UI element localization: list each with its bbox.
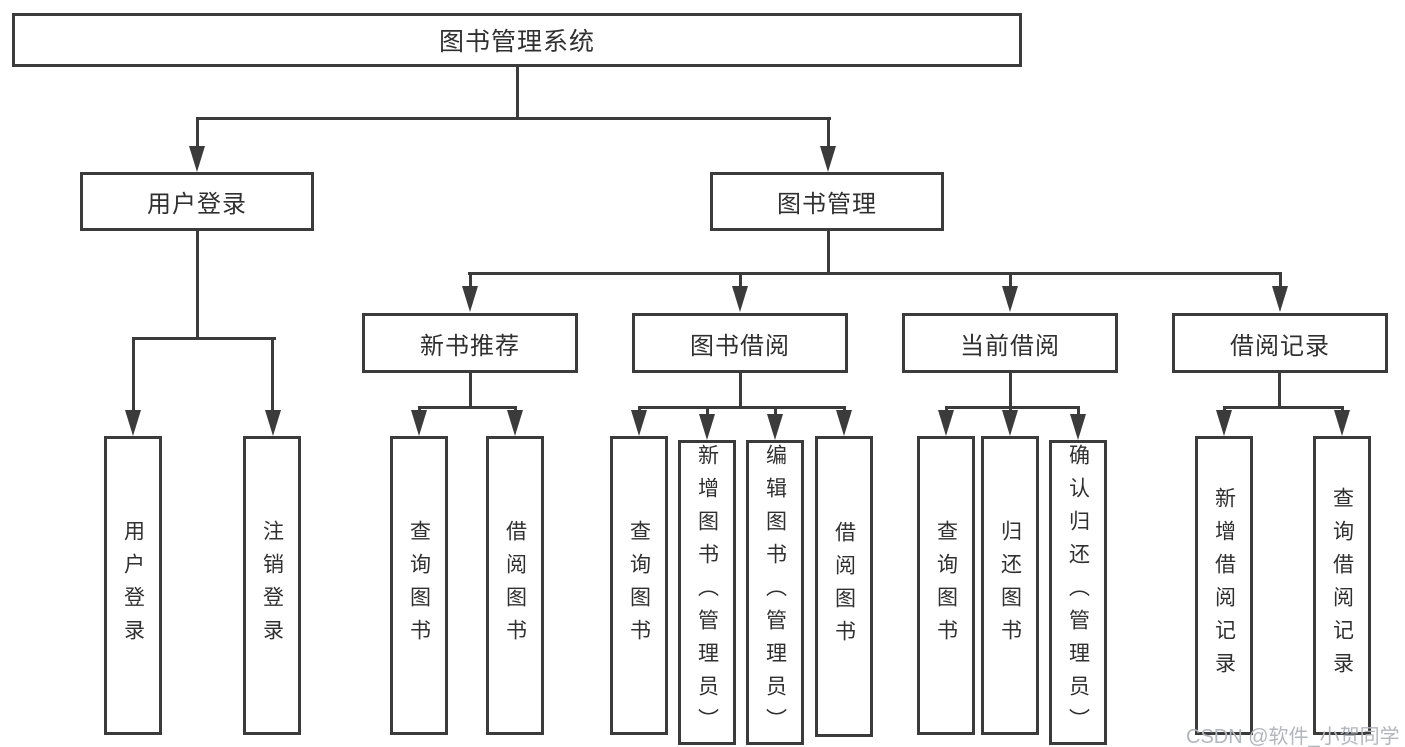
arrowhead-down-icon <box>732 286 748 312</box>
leaf-current-confirm-return-admin-label: 确认归还（管理员） <box>1066 444 1090 741</box>
arrowhead-down-icon <box>125 410 141 436</box>
leaf-borrow-query-books-label: 查询图书 <box>627 519 651 652</box>
node-borrowing-records-label: 借阅记录 <box>1230 332 1330 360</box>
connector-line <box>468 272 472 288</box>
connector-line <box>131 337 135 414</box>
node-user-login: 用户登录 <box>80 172 314 231</box>
connector-line <box>468 272 1282 275</box>
leaf-record-add-record: 新增借阅记录 <box>1195 436 1253 735</box>
node-book-borrowing: 图书借阅 <box>632 313 848 373</box>
leaf-borrow-add-books-admin-label: 新增图书（管理员） <box>695 444 719 741</box>
arrowhead-down-icon <box>1334 410 1350 436</box>
connector-line <box>131 337 276 340</box>
connector-line <box>1008 272 1012 288</box>
arrowhead-down-icon <box>938 410 954 436</box>
arrowhead-down-icon <box>767 414 783 440</box>
leaf-user-login: 用户登录 <box>104 436 162 735</box>
connector-line <box>515 66 519 119</box>
connector-line <box>195 117 199 152</box>
leaf-record-query-record-label: 查询借阅记录 <box>1330 486 1354 685</box>
node-book-management-label: 图书管理 <box>777 191 877 218</box>
connector-line <box>1076 406 1080 416</box>
arrowhead-down-icon <box>631 410 647 436</box>
leaf-borrow-borrow-books-label: 借阅图书 <box>832 520 856 653</box>
node-book-management: 图书管理 <box>710 172 944 231</box>
node-current-borrowing-label: 当前借阅 <box>960 332 1060 360</box>
leaf-rec-query-books-label: 查询图书 <box>407 519 431 652</box>
connector-line <box>417 406 517 409</box>
node-book-borrowing-label: 图书借阅 <box>690 332 790 360</box>
leaf-record-add-record-label: 新增借阅记录 <box>1212 486 1236 685</box>
arrowhead-down-icon <box>1070 414 1086 440</box>
arrowhead-down-icon <box>189 146 205 172</box>
leaf-current-return-books: 归还图书 <box>981 436 1039 735</box>
leaf-borrow-edit-books-admin: 编辑图书（管理员） <box>746 440 804 745</box>
connector-line <box>637 406 846 409</box>
connector-line <box>1278 372 1281 409</box>
connector-line <box>195 117 831 120</box>
leaf-borrow-query-books: 查询图书 <box>610 436 668 735</box>
node-current-borrowing: 当前借阅 <box>902 313 1118 373</box>
connector-line <box>271 337 274 414</box>
arrowhead-down-icon <box>462 286 478 312</box>
arrowhead-down-icon <box>264 410 281 436</box>
arrowhead-down-icon <box>1272 286 1288 312</box>
connector-line <box>705 406 709 416</box>
arrowhead-down-icon <box>1002 286 1018 312</box>
leaf-logout: 注销登录 <box>243 436 301 735</box>
arrowhead-down-icon <box>1216 410 1232 436</box>
csdn-watermark: CSDN @软件_小贺同学 <box>1186 726 1400 747</box>
arrowhead-down-icon <box>1002 410 1018 436</box>
leaf-logout-label: 注销登录 <box>260 519 284 652</box>
leaf-rec-borrow-books-label: 借阅图书 <box>503 519 527 652</box>
leaf-record-query-record: 查询借阅记录 <box>1313 436 1371 735</box>
leaf-borrow-edit-books-admin-label: 编辑图书（管理员） <box>763 444 787 741</box>
node-borrowing-records: 借阅记录 <box>1172 313 1388 373</box>
connector-line <box>469 372 472 409</box>
connector-line <box>773 406 777 416</box>
leaf-borrow-add-books-admin: 新增图书（管理员） <box>678 440 736 745</box>
connector-line <box>1222 406 1344 409</box>
leaf-current-return-books-label: 归还图书 <box>998 519 1022 652</box>
connector-line <box>195 230 199 340</box>
arrowhead-down-icon <box>836 410 852 436</box>
arrowhead-down-icon <box>411 410 427 436</box>
leaf-user-login-label: 用户登录 <box>121 519 145 652</box>
connector-line <box>826 117 830 152</box>
connector-line <box>739 372 742 409</box>
connector-line <box>826 230 830 275</box>
connector-line <box>1009 372 1012 409</box>
leaf-borrow-borrow-books: 借阅图书 <box>815 436 873 737</box>
connector-line <box>738 272 742 288</box>
node-user-login-label: 用户登录 <box>147 191 247 218</box>
connector-line <box>1278 272 1282 288</box>
node-library-system-label: 图书管理系统 <box>438 28 595 56</box>
node-library-system: 图书管理系统 <box>12 13 1022 67</box>
leaf-current-confirm-return-admin: 确认归还（管理员） <box>1049 440 1107 745</box>
node-new-book-recommend: 新书推荐 <box>362 313 578 373</box>
arrowhead-down-icon <box>699 414 715 440</box>
arrowhead-down-icon <box>820 146 836 172</box>
arrowhead-down-icon <box>507 410 523 436</box>
leaf-current-query-books: 查询图书 <box>917 436 975 735</box>
leaf-rec-borrow-books: 借阅图书 <box>486 436 544 735</box>
leaf-rec-query-books: 查询图书 <box>390 436 448 735</box>
node-new-book-recommend-label: 新书推荐 <box>420 332 520 360</box>
leaf-current-query-books-label: 查询图书 <box>934 519 958 652</box>
connector-line <box>944 406 1080 409</box>
